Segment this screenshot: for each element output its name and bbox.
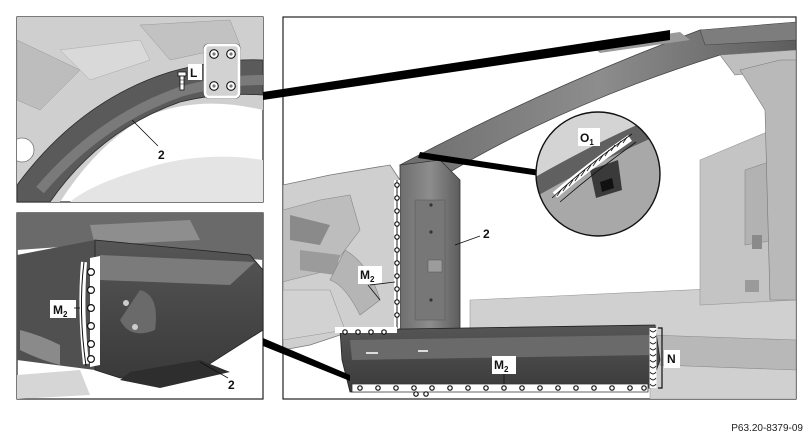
callout-weld-seam: M2 [53, 303, 68, 319]
detail-view-circle-seam: O1 [535, 111, 661, 237]
callout-seam-section: N [667, 352, 676, 366]
callout-weld-seam: M2 [494, 358, 509, 374]
callout-seam-type: O1 [580, 131, 594, 147]
detail-view-sill-end: M2 2 [16, 212, 264, 400]
leader-lines [263, 30, 670, 381]
bolt-icon [177, 71, 187, 91]
callout-weld-seam: M2 [360, 268, 375, 284]
callout-part-number: 2 [158, 148, 165, 162]
callout-part-number: 2 [483, 227, 490, 241]
main-view-panel [282, 16, 797, 400]
callout-part-number: 2 [228, 378, 235, 392]
figure-reference-code: P63.20-8379-09 [731, 423, 803, 434]
detail-view-roof-arch: L 2 [16, 16, 264, 203]
main-view-callouts: 2 M2 M2 N [358, 227, 680, 384]
callout-bolt-group: L [190, 66, 197, 80]
